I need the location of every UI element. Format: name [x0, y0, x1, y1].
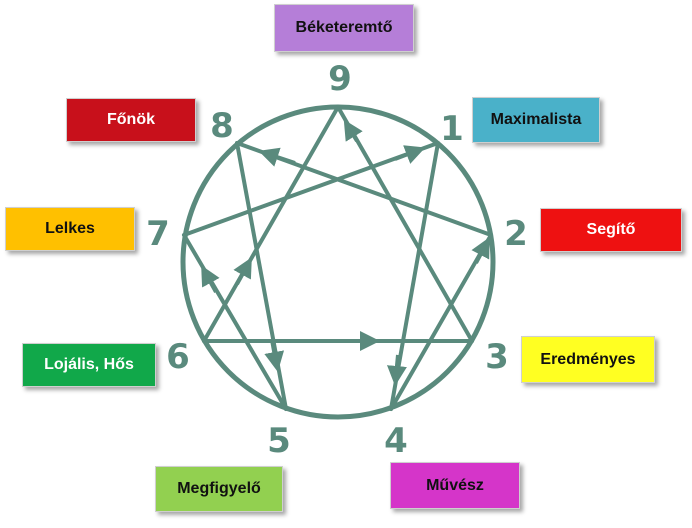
number-1: 1 — [440, 109, 464, 149]
number-8: 8 — [210, 106, 234, 146]
type-2-label: Segítő — [540, 208, 682, 252]
number-6: 6 — [166, 337, 190, 377]
connection-lines — [182, 105, 493, 411]
enneagram-circle — [180, 104, 496, 420]
type-4-label: Művész — [390, 462, 520, 509]
arrow-8-5 — [264, 339, 285, 372]
number-7: 7 — [146, 214, 170, 254]
arrow-1-4 — [386, 354, 407, 386]
arrow-9-3 — [343, 119, 363, 143]
arrow-markers — [201, 119, 490, 386]
number-9: 9 — [328, 59, 352, 99]
line-4-2 — [389, 233, 493, 411]
line-5-7 — [182, 233, 288, 411]
arrow-7-1 — [394, 145, 426, 164]
type-9-label: Béketeremtő — [274, 4, 414, 52]
type-7-label: Lelkes — [5, 207, 135, 251]
arrow-6-9 — [233, 257, 252, 285]
arrow-4-2 — [471, 237, 490, 264]
line-6-9 — [202, 105, 340, 343]
type-8-label: Főnök — [66, 98, 196, 142]
number-3: 3 — [485, 337, 509, 377]
type-1-label: Maximalista — [472, 97, 600, 143]
type-3-label: Eredményes — [521, 336, 655, 383]
line-9-3 — [336, 105, 474, 343]
arrow-5-7 — [201, 265, 220, 293]
type-5-label: Megfigyelő — [155, 466, 283, 512]
number-2: 2 — [504, 214, 528, 254]
arrow-2-8 — [258, 147, 296, 167]
number-5: 5 — [267, 421, 291, 461]
type-6-label: Lojális, Hős — [22, 343, 156, 387]
number-4: 4 — [384, 421, 408, 461]
